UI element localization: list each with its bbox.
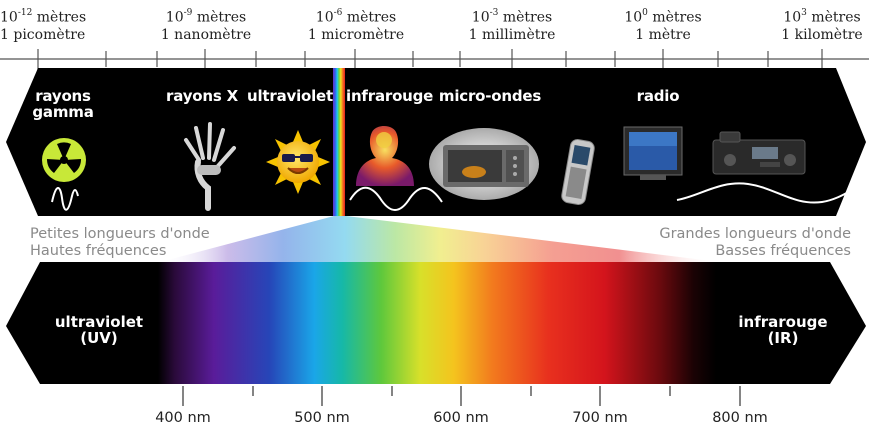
- scale-unit: mètres: [647, 9, 702, 26]
- radio-receiver-icon: [712, 131, 806, 175]
- scale-label-kilometre: 103 mètres 1 kilomètre: [776, 6, 868, 44]
- spectrum-ir-label: infrarouge (IR): [734, 314, 832, 346]
- scale-base: 10: [165, 9, 184, 26]
- short-wavelengths-label: Petites longueurs d'onde Hautes fréquenc…: [30, 226, 210, 260]
- scale-unit: mètres: [32, 9, 87, 26]
- nm-label-700: 700 nm: [572, 410, 628, 426]
- thermal-person-icon: [356, 126, 414, 186]
- scale-exponent: 3: [801, 8, 807, 18]
- scale-unit: mètres: [498, 9, 553, 26]
- uv-abbrev-text: (UV): [80, 329, 118, 347]
- radiation-icon: [42, 138, 86, 182]
- spectrum-uv-label: ultraviolet (UV): [50, 314, 148, 346]
- television-icon: [623, 126, 683, 180]
- scale-unit: mètres: [192, 9, 247, 26]
- scale-label-millimetre: 10-3 mètres 1 millimètre: [458, 6, 566, 44]
- long-wavelength-text: Grandes longueurs d'onde: [659, 226, 851, 242]
- scale-unit: mètres: [806, 9, 861, 26]
- nm-label-600: 600 nm: [433, 410, 489, 426]
- scale-name: 1 picomètre: [0, 26, 86, 43]
- scale-label-metre: 100 mètres 1 mètre: [616, 6, 710, 44]
- band-label-gamma: rayons gamma: [32, 87, 94, 121]
- sun-icon: [266, 130, 330, 194]
- scale-exponent: -3: [489, 8, 499, 18]
- scale-base: 10: [624, 9, 643, 26]
- scale-name: 1 nanomètre: [160, 26, 252, 43]
- scale-label-micrometre: 10-6 mètres 1 micromètre: [304, 6, 408, 44]
- long-wavelengths-label: Grandes longueurs d'onde Basses fréquenc…: [659, 226, 851, 260]
- nm-ticks: [182, 386, 741, 406]
- low-frequency-text: Basses fréquences: [715, 243, 851, 259]
- nm-label-800: 800 nm: [712, 410, 768, 426]
- mobile-phone-icon: [561, 139, 595, 205]
- scale-name: 1 mètre: [635, 26, 691, 43]
- scale-name: 1 micromètre: [307, 26, 405, 43]
- band-label-microwave: micro-ondes: [438, 87, 542, 105]
- scale-exponent: 0: [642, 8, 648, 18]
- gamma-wave-icon: [51, 187, 79, 211]
- band-label-infrared: infrarouge: [346, 87, 434, 105]
- scale-base: 10: [783, 9, 802, 26]
- microwave-icon: [429, 128, 539, 200]
- uv-label-text: ultraviolet: [54, 313, 144, 331]
- high-frequency-text: Hautes fréquences: [30, 243, 167, 259]
- short-wavelength-text: Petites longueurs d'onde: [30, 226, 210, 242]
- nm-label-400: 400 nm: [155, 410, 211, 426]
- scale-exponent: -6: [333, 8, 343, 18]
- ir-abbrev-text: (IR): [767, 329, 799, 347]
- scale-label-picometre: 10-12 mètres 1 picomètre: [0, 6, 86, 44]
- band-label-radio: radio: [636, 87, 680, 105]
- radio-wave-icon: [676, 182, 857, 204]
- scale-name: 1 kilomètre: [781, 26, 863, 43]
- scale-label-nanometre: 10-9 mètres 1 nanomètre: [154, 6, 258, 44]
- scale-exponent: -12: [17, 8, 33, 18]
- scale-base: 10: [471, 9, 490, 26]
- scale-base: 10: [315, 9, 334, 26]
- scale-name: 1 millimètre: [468, 26, 556, 43]
- scale-ticks: [37, 49, 823, 70]
- scale-unit: mètres: [342, 9, 397, 26]
- nm-label-500: 500 nm: [294, 410, 350, 426]
- band-label-ultraviolet: ultraviolet: [246, 87, 334, 105]
- visible-spectrum: [158, 262, 716, 384]
- ir-wave-icon: [349, 186, 443, 211]
- scale-exponent: -9: [183, 8, 193, 18]
- xray-hand-icon: [184, 122, 236, 211]
- ir-label-text: infrarouge: [738, 313, 828, 331]
- band-label-xray: rayons X: [166, 87, 238, 105]
- scale-base: 10: [0, 9, 18, 26]
- visible-strip: [333, 68, 345, 216]
- visible-fan: [160, 216, 720, 262]
